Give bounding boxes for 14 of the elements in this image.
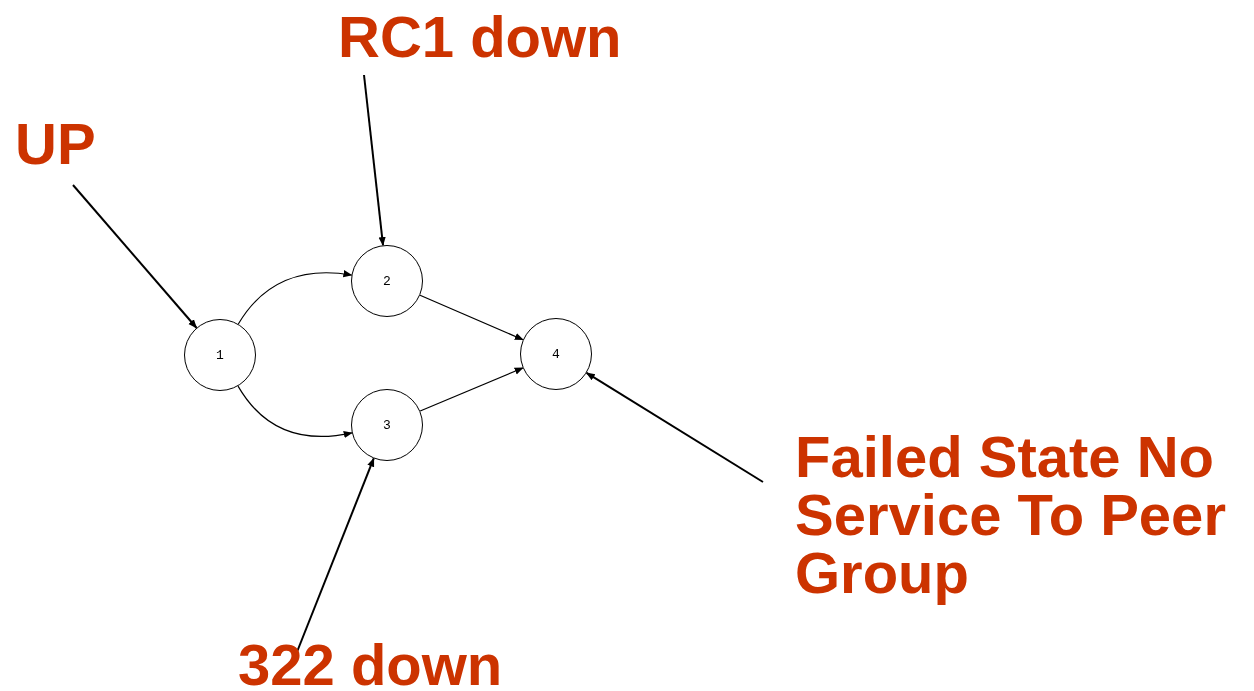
state-label: UP [15, 115, 135, 173]
arrow [72, 184, 198, 329]
state-circle: 1 [184, 319, 256, 391]
state-circle: 3 [351, 389, 423, 461]
state-label: RC1 down [338, 8, 668, 66]
arrow [419, 294, 524, 341]
state-label: 322 down [238, 636, 558, 691]
arrow [419, 367, 524, 412]
arrow [237, 385, 353, 438]
arrow [363, 74, 386, 247]
state-circle: 4 [520, 318, 592, 390]
arrow [237, 270, 353, 325]
state-circle: 2 [351, 245, 423, 317]
arrow [585, 371, 764, 483]
